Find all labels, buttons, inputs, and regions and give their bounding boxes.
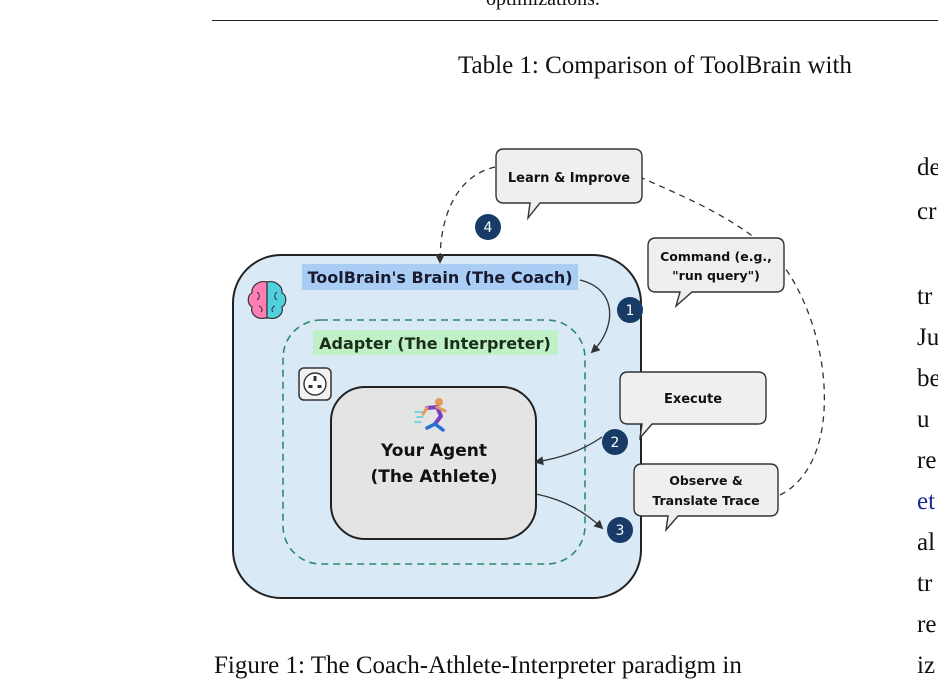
coach-label-highlight: [302, 264, 578, 290]
step-badge-4: 4: [475, 214, 501, 240]
command-arrow: [579, 279, 611, 354]
coach-athlete-diagram: ToolBrain's Brain (The Coach) Adapter (T…: [210, 146, 870, 608]
step-badge-1: 1: [617, 297, 643, 323]
prior-caption-fragment: optimizations.: [486, 0, 600, 11]
bubble-command-line1: Command (e.g.,: [660, 249, 772, 264]
brain-icon: [247, 281, 287, 319]
citation-link-fragment[interactable]: et: [917, 488, 936, 515]
bubble-execute: Execute: [619, 371, 767, 441]
bubble-execute-text: Execute: [664, 392, 722, 407]
text-fragment: Ju: [917, 324, 938, 351]
text-fragment: iz: [917, 652, 936, 679]
adapter-label-highlight: [313, 330, 558, 355]
step-badge-3: 3: [607, 517, 633, 543]
step-badge-2-text: 2: [611, 435, 620, 451]
bubble-observe-line1: Observe &: [669, 473, 743, 488]
text-fragment: al: [917, 529, 936, 556]
agent-box: [330, 386, 537, 540]
text-fragment: re: [917, 611, 937, 638]
table-rule: [212, 20, 938, 21]
learn-arrow: [435, 166, 496, 264]
bubble-observe: Observe & Translate Trace: [633, 463, 779, 533]
text-fragment: be: [917, 365, 938, 392]
step-badge-3-text: 3: [616, 523, 625, 539]
text-fragment: re: [917, 447, 937, 474]
coach-label: ToolBrain's Brain (The Coach): [307, 268, 572, 287]
power-socket-icon: [298, 367, 332, 401]
agent-label-line1: Your Agent: [380, 441, 487, 461]
adapter-box: [282, 319, 586, 565]
figure-caption: Figure 1: The Coach-Athlete-Interpreter …: [214, 652, 742, 679]
step-badge-2: 2: [602, 429, 628, 455]
bubble-learn-text: Learn & Improve: [508, 171, 630, 186]
text-fragment: tr: [917, 283, 933, 310]
bubble-learn-improve: Learn & Improve: [495, 148, 643, 221]
bubble-observe-line2: Translate Trace: [652, 493, 759, 508]
trace-arrow: [535, 493, 604, 530]
text-fragment: cr: [917, 198, 937, 225]
table-caption: Table 1: Comparison of ToolBrain with: [458, 52, 852, 79]
step-badge-4-text: 4: [484, 220, 493, 236]
text-fragment: tr: [917, 570, 933, 597]
adapter-label: Adapter (The Interpreter): [319, 334, 551, 353]
text-fragment: de: [917, 154, 938, 181]
agent-label-line2: (The Athlete): [370, 467, 497, 487]
bubble-command: Command (e.g., "run query"): [647, 237, 785, 309]
text-fragment: u: [917, 406, 930, 433]
bubble-command-line2: "run query"): [672, 268, 760, 283]
execute-arrow: [534, 436, 603, 466]
step-badge-1-text: 1: [626, 303, 635, 319]
figure-1: ToolBrain's Brain (The Coach) Adapter (T…: [210, 140, 890, 615]
right-column-text: de cr tr Ju be u re et al tr re iz: [917, 0, 938, 679]
runner-icon: [414, 398, 447, 432]
